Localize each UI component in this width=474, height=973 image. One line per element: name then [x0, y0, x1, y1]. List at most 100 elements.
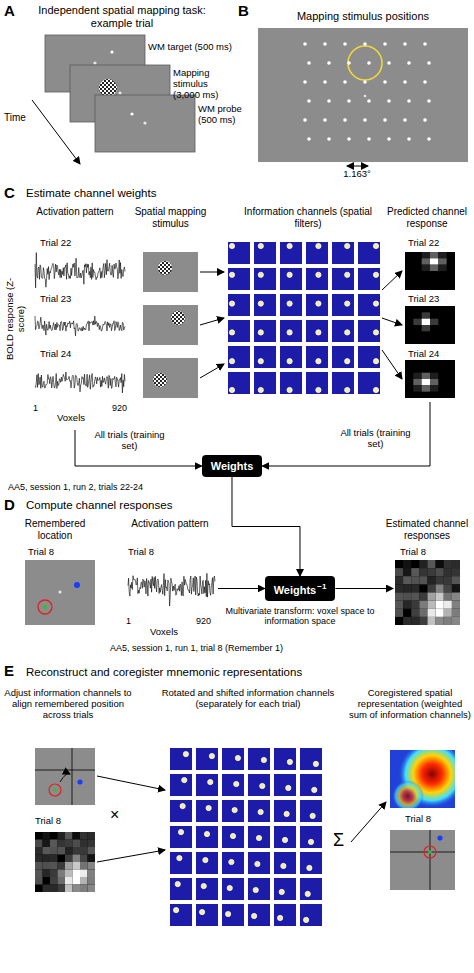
response-cell [403, 584, 411, 592]
channel-center [316, 359, 321, 364]
mapping-position [363, 42, 367, 46]
channel-center [286, 785, 291, 790]
label-text: 920 [196, 616, 211, 626]
response-cell [444, 617, 452, 625]
stimulus-image [143, 358, 198, 398]
label-text: Trial 23 [40, 294, 71, 305]
response-cell [419, 568, 427, 576]
mapping-position [347, 61, 351, 65]
response-cell [430, 258, 438, 264]
channel-filter [332, 242, 354, 264]
channel-filter [306, 242, 328, 264]
label-text: Trial 8 [28, 547, 54, 558]
mapping-position [303, 80, 307, 84]
response-cell [35, 862, 43, 870]
channel-center [229, 330, 234, 335]
channel-filter [332, 294, 354, 316]
response-cell [444, 609, 452, 617]
mapping-position [363, 118, 367, 122]
channel-center [178, 830, 183, 835]
fixation-dot [143, 121, 146, 124]
mapping-position [327, 99, 331, 103]
mapping-position [323, 42, 327, 46]
label-text: 1.163° [332, 169, 382, 180]
response-cell [430, 373, 438, 379]
channel-center [229, 243, 234, 248]
response-cell [422, 319, 430, 325]
panel-letter: E [4, 662, 14, 679]
channel-filter [222, 826, 244, 848]
label-text: Trial 24 [408, 349, 439, 360]
response-cell [88, 885, 96, 893]
fixation-dot [118, 91, 121, 94]
stimulus-image [143, 252, 198, 292]
response-cell [411, 617, 419, 625]
response-cell [413, 319, 421, 325]
superscript: −1 [317, 582, 326, 591]
mapping-position [383, 118, 387, 122]
channel-center [373, 330, 378, 335]
rotate-arrow [60, 774, 70, 782]
response-cell [65, 855, 73, 863]
response-cell [403, 560, 411, 568]
target-dot [110, 50, 113, 53]
channel-center [256, 835, 261, 840]
response-cell [403, 601, 411, 609]
channel-center [284, 811, 289, 816]
response-cell [58, 877, 66, 885]
probe-dot [74, 582, 80, 588]
crosshair [72, 748, 73, 805]
channel-filter [196, 878, 218, 900]
channel-filter [274, 826, 296, 848]
label-text: Trial 8 [128, 547, 154, 558]
mapping-position [407, 61, 411, 65]
response-cell [395, 568, 403, 576]
response-cell [444, 601, 452, 609]
channel-center [313, 761, 318, 766]
mapping-position [427, 61, 431, 65]
connector [232, 477, 300, 576]
label-text: Rotated and shifted information channels… [158, 688, 338, 710]
channel-filter [280, 320, 302, 342]
label-text: BOLD response (Z-score) [5, 274, 27, 364]
coregistered-image [390, 830, 455, 890]
channel-center [258, 359, 263, 364]
mapping-position [323, 118, 327, 122]
channel-center [345, 243, 350, 248]
channel-filter [280, 268, 302, 290]
mapping-field [258, 28, 468, 162]
checkerboard [153, 373, 167, 387]
channel-filter [274, 904, 296, 926]
channel-center [234, 781, 239, 786]
response-cell [58, 832, 66, 840]
channel-filter [254, 346, 276, 368]
label-text: AA5, session 1, run 1, trial 8 (Remember… [110, 643, 283, 653]
arrow [97, 850, 165, 862]
channel-filter [300, 904, 322, 926]
arrow [382, 350, 402, 379]
checkerboard [99, 79, 117, 97]
mapping-position [343, 118, 347, 122]
response-cell [65, 877, 73, 885]
channel-filter [228, 346, 250, 368]
response-cell [65, 847, 73, 855]
channel-center [287, 272, 292, 277]
response-cell [436, 609, 444, 617]
response-cell [452, 576, 460, 584]
channel-filter [300, 826, 322, 848]
channel-filter [248, 800, 270, 822]
response-cell [43, 870, 51, 878]
response-cell [58, 847, 66, 855]
channel-center [261, 757, 266, 762]
channel-center [200, 909, 205, 914]
remembered-ring [38, 600, 52, 614]
bold-trace [35, 316, 125, 336]
mapping-position [367, 137, 371, 141]
channel-filter [196, 904, 218, 926]
mapping-position [367, 99, 371, 103]
channel-filter [170, 904, 192, 926]
target-dot [53, 788, 57, 792]
channel-center [209, 753, 214, 758]
target-dot [428, 850, 432, 854]
channel-filter [280, 346, 302, 368]
